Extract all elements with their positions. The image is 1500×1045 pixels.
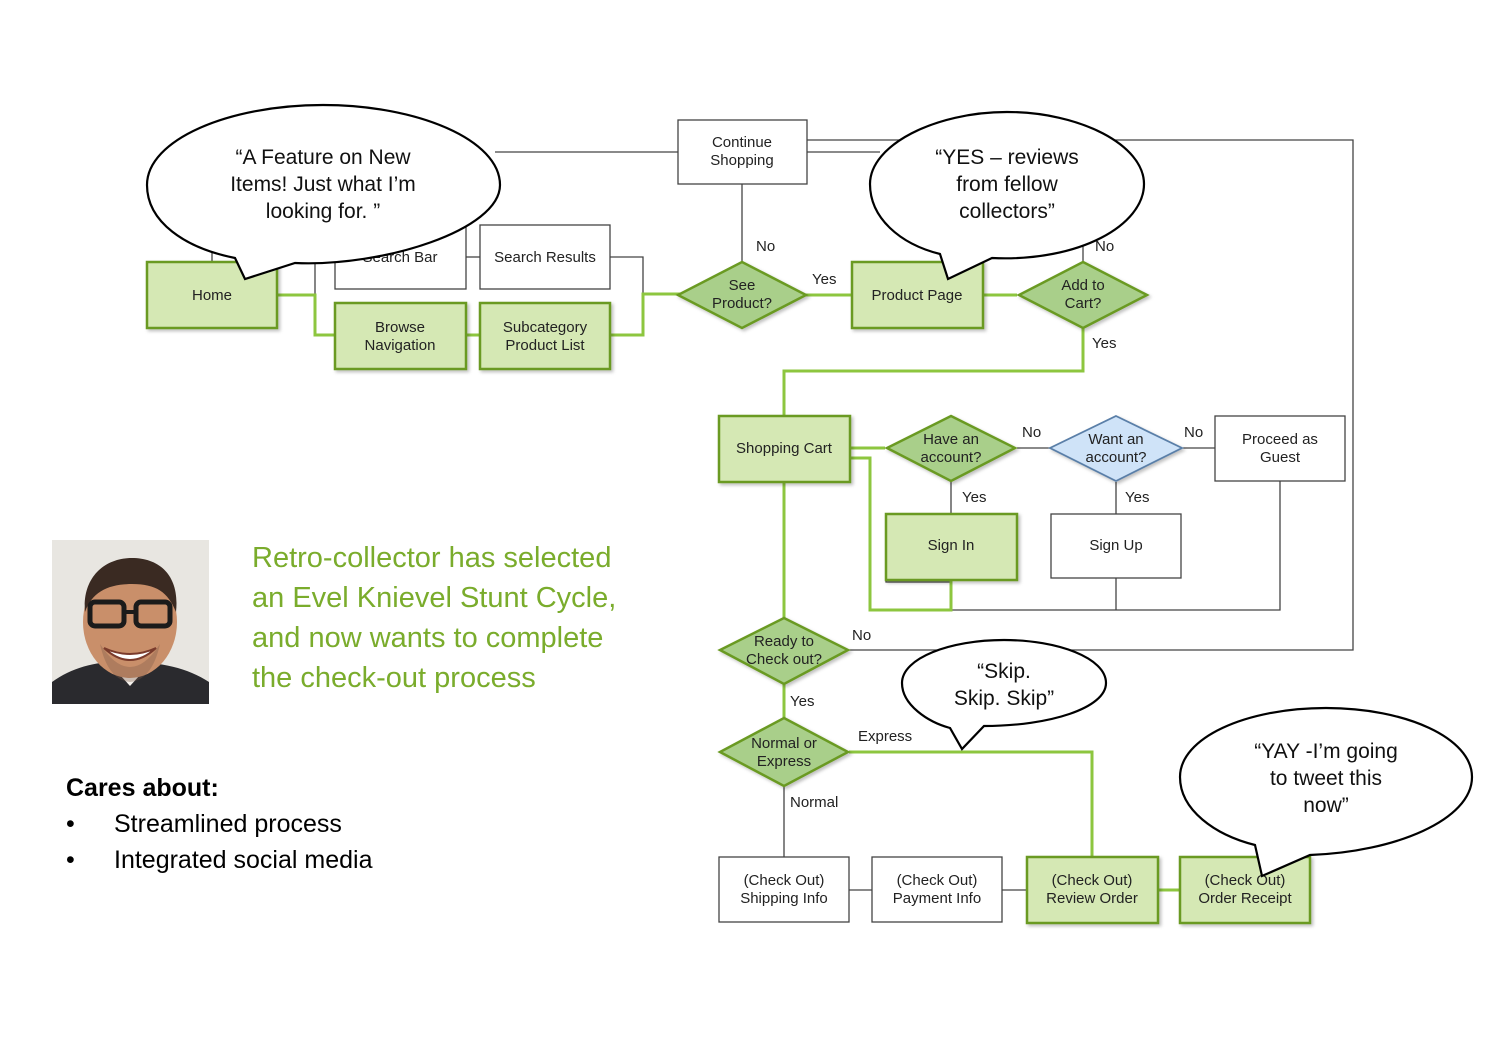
cares-item-text: Integrated social media [114, 846, 373, 874]
edge-label-ready-no: No [852, 627, 871, 644]
decision-diamonds [675, 260, 1185, 788]
cares-item: • Integrated social media [66, 842, 486, 878]
sign-in-label: Sign In [928, 537, 975, 554]
caption-line: the check-out process [252, 662, 536, 694]
edge-label-have-yes: Yes [962, 489, 986, 506]
want-account-diamond [1047, 414, 1185, 483]
edge-label-have-no: No [1022, 424, 1041, 441]
proceed-guest-box [1214, 415, 1346, 482]
product-page-label: Product Page [872, 287, 963, 304]
shopping-cart-box [717, 414, 852, 484]
bullet-icon: • [66, 810, 75, 838]
search-results-label: Search Results [494, 249, 596, 266]
see-product-diamond [675, 260, 809, 330]
subcategory-box [478, 301, 612, 371]
caption-line: and now wants to complete [252, 622, 604, 654]
cares-item-text: Streamlined process [114, 810, 342, 838]
sign-up-box [1050, 513, 1182, 579]
order-receipt-label: (Check Out)Order Receipt [1198, 872, 1292, 907]
speech-bubble-skip: “Skip.Skip. Skip” [900, 638, 1108, 751]
edge-label-want-no: No [1184, 424, 1203, 441]
cares-item: • Streamlined process [66, 806, 486, 842]
cares-list: • Streamlined process • Integrated social … [66, 806, 486, 878]
edge-label-see-no: No [756, 238, 775, 255]
edge-label-see-yes: Yes [812, 271, 836, 288]
cares-about-section: Cares about: • Streamlined process • Integ… [66, 770, 486, 878]
edge-label-add-yes: Yes [1092, 335, 1116, 352]
browse-navigation-box [333, 301, 468, 371]
payment-info-label: (Check Out)Payment Info [893, 872, 981, 907]
persona-avatar [52, 540, 209, 704]
have-account-diamond [884, 414, 1018, 483]
bubble-skip-text: “Skip.Skip. Skip” [954, 660, 1054, 710]
review-order-label: (Check Out)Review Order [1046, 872, 1138, 907]
shopping-cart-label: Shopping Cart [736, 440, 833, 457]
search-results-box [479, 224, 611, 290]
edge-label-ready-yes: Yes [790, 693, 814, 710]
persona-caption: Retro-collector has selected an Evel Kni… [252, 538, 692, 698]
cares-heading: Cares about: [66, 774, 219, 802]
order-receipt-box [1178, 855, 1312, 925]
shipping-info-box [718, 856, 850, 923]
sign-in-box [884, 512, 1019, 582]
connectors-highlight [277, 292, 1180, 892]
normal-express-diamond [717, 716, 851, 788]
edge-label-add-no: No [1095, 238, 1114, 255]
caption-line: Retro-collector has selected [252, 542, 612, 574]
edge-label-normal: Normal [790, 794, 838, 811]
continue-shopping-box [677, 119, 808, 185]
sign-up-label: Sign Up [1089, 537, 1142, 554]
bullet-icon: • [66, 846, 75, 874]
edge-label-want-yes: Yes [1125, 489, 1149, 506]
edge-labels: No Yes No Yes No Yes No Yes No Yes Expre… [756, 238, 1203, 811]
home-label: Home [192, 287, 232, 304]
payment-info-box [871, 856, 1003, 923]
ready-checkout-diamond [717, 616, 851, 686]
edge-label-express: Express [858, 728, 912, 745]
shipping-info-label: (Check Out)Shipping Info [740, 872, 828, 907]
add-to-cart-diamond [1016, 260, 1150, 330]
caption-line: an Evel Knievel Stunt Cycle, [252, 582, 617, 614]
review-order-box [1025, 855, 1160, 925]
